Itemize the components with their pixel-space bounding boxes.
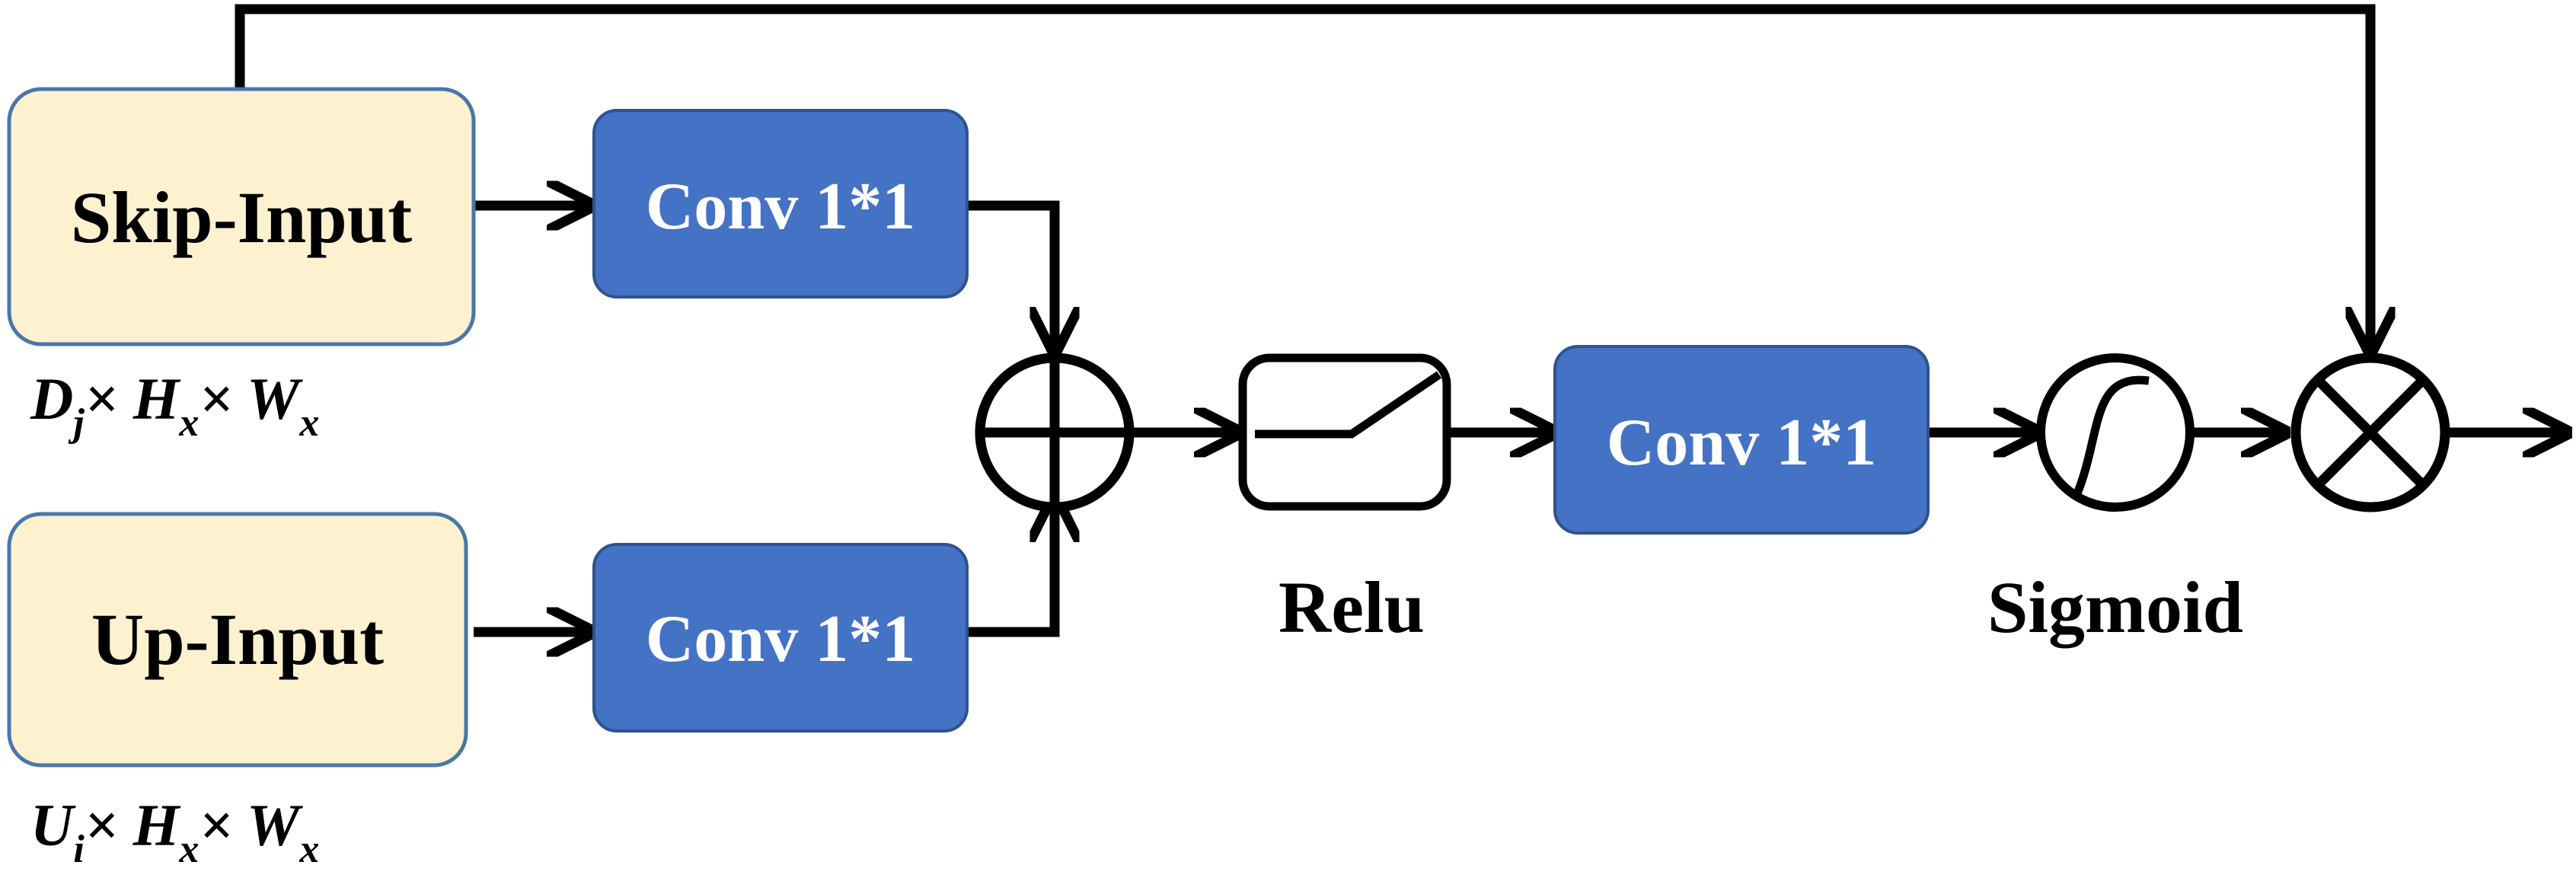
conv-skip-label: Conv 1*1 <box>646 170 916 244</box>
relu-block <box>1238 353 1451 511</box>
add-operator <box>975 353 1135 512</box>
connectors <box>235 4 2562 637</box>
skip-input-label: Skip-Input <box>71 177 412 258</box>
up-dim-main: U <box>30 792 76 858</box>
skip-input-dimensions: Dj× Hx× Wx <box>30 365 319 445</box>
skip-dim-rest-2-sub: x <box>298 401 319 445</box>
skip-bypass-line <box>235 4 2370 346</box>
relu-icon <box>1255 371 1442 439</box>
up-dim-rest-2: × W <box>199 792 303 858</box>
skip-input-block: Skip-Input <box>7 87 476 346</box>
conv-mid-label: Conv 1*1 <box>1607 406 1877 480</box>
conv-up-box <box>592 543 969 733</box>
up-input-box <box>7 512 468 768</box>
up-dim-rest-1: × H <box>85 792 181 858</box>
skip-dim-rest-2: × W <box>199 365 303 432</box>
conv-skip-block: Conv 1*1 <box>592 109 969 298</box>
multiply-operator <box>2290 353 2450 512</box>
conv-skip-box <box>592 109 969 298</box>
up-input-dimensions: Ui× Hx× Wx <box>30 792 319 871</box>
skip-input-box <box>7 87 476 346</box>
up-input-label: Up-Input <box>91 599 384 680</box>
multiply-cross-b <box>2314 376 2427 489</box>
up-input-block: Up-Input <box>7 512 468 768</box>
up-dim-sub: i <box>73 828 85 871</box>
sigmoid-block <box>2036 353 2195 512</box>
up-dim-rest-2-sub: x <box>298 828 319 871</box>
conv-mid-box <box>1553 345 1930 535</box>
up-dim-rest-1-sub: x <box>178 828 199 871</box>
skip-dim-rest-1: × H <box>85 365 181 432</box>
sigmoid-curve-icon <box>2073 375 2150 496</box>
skip-dim-main: D <box>30 365 73 432</box>
conv-mid-block: Conv 1*1 <box>1553 345 1930 535</box>
sigmoid-circle <box>2036 353 2195 512</box>
arrow-conv-up-to-add <box>967 503 1055 637</box>
conv-up-label: Conv 1*1 <box>646 602 916 676</box>
skip-dim-rest-1-sub: x <box>178 401 199 445</box>
arrow-conv-skip-to-add <box>967 200 1055 346</box>
conv-up-block: Conv 1*1 <box>592 543 969 733</box>
sigmoid-caption: Sigmoid <box>1987 567 2243 648</box>
relu-caption: Relu <box>1278 567 1425 648</box>
